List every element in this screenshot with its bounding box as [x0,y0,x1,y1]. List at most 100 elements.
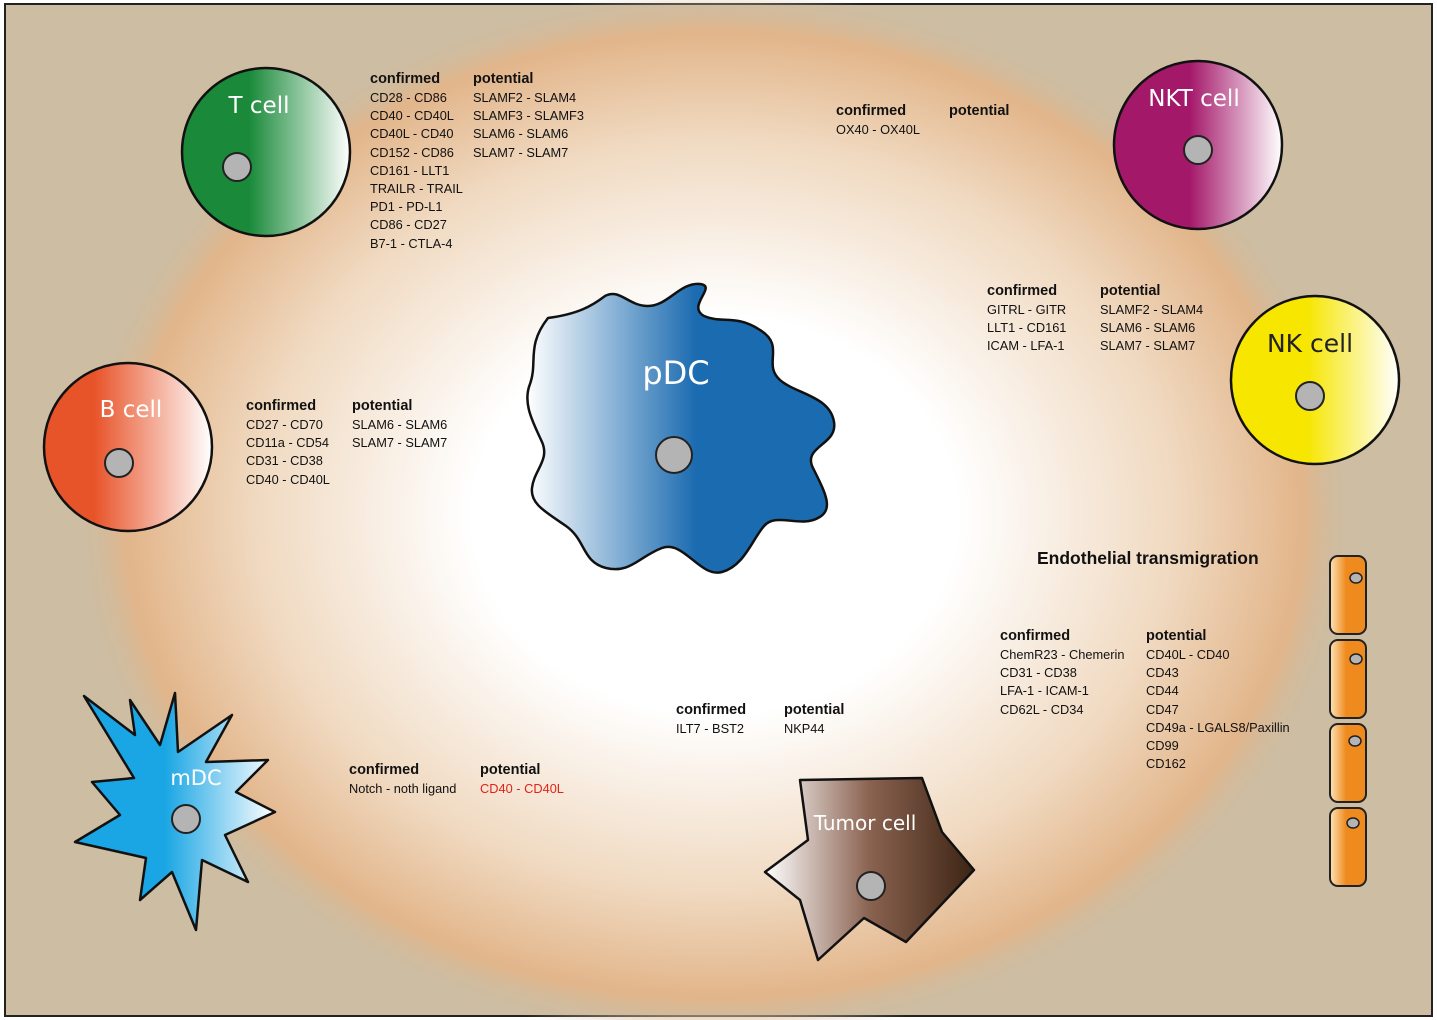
nkt-cell-nucleus [1183,135,1213,165]
pair-item: CD162 [1146,756,1186,772]
pair-item: OX40 - OX40L [836,122,920,137]
tumor-cell-potential-column: potential NKP44 [784,701,844,738]
mdc-confirmed-column: confirmed Notch - noth ligand [349,761,456,798]
t-cell: T cell [180,66,352,238]
pair-item: CD40L - CD40 [370,126,454,142]
pdc-cell: pDC [526,282,836,574]
pair-item: B7-1 - CTLA-4 [370,235,453,251]
confirmed-header: confirmed [1000,628,1071,644]
pair-item: SLAM7 - SLAM7 [352,435,448,451]
endothelial-cell [1329,639,1367,719]
nk-cell-label: NK cell [1267,329,1353,358]
confirmed-list: ILT7 - BST2 [676,720,746,738]
pair-item: CD44 [1146,683,1179,699]
pair-item: LLT1 - CD161 [987,320,1067,336]
potential-header: potential [1146,628,1207,644]
potential-list: CD40 - CD40L [480,780,564,798]
pair-item: CD11a - CD54 [246,435,329,451]
endothelial-cells [1329,555,1367,887]
pair-item: SLAMF2 - SLAM4 [473,90,577,105]
confirmed-list: Notch - noth ligand [349,780,456,798]
endothelial-nucleus [1349,572,1363,584]
pair-item: CD40 - CD40L [246,471,330,487]
endothelial-nucleus [1349,653,1363,665]
pair-item: ILT7 - BST2 [676,721,745,736]
mdc-cell: mDC [73,691,277,932]
pdc-body [526,282,836,574]
endothelial-title: Endothelial transmigration [1037,548,1259,568]
potential-header: potential [473,71,534,87]
pair-item: CD27 - CD70 [246,417,323,432]
b-cell: B cell [42,361,214,533]
b-cell-body [42,361,214,533]
tumor-cell-label: Tumor cell [813,811,917,835]
tumor-cell-nucleus [856,871,886,901]
t-cell-body [180,66,352,238]
pair-item: CD99 [1146,738,1179,754]
nkt-cell-label: NKT cell [1148,86,1239,112]
b-cell-label: B cell [100,397,163,423]
t-cell-label: T cell [228,93,290,119]
mdc-nucleus [171,804,201,834]
endothelial-cell [1329,555,1367,635]
potential-list: NKP44 [784,720,844,738]
pair-item: CD31 - CD38 [246,453,323,469]
pair-item: SLAMF3 - SLAMF3 [473,108,584,124]
confirmed-header: confirmed [349,762,420,778]
potential-header: potential [784,702,845,718]
potential-header: potential [352,398,413,414]
tumor-cell: Tumor cell [763,776,976,962]
pdc-nucleus [655,436,693,474]
pair-item: PD1 - PD-L1 [370,199,443,215]
mdc-potential-column: potential CD40 - CD40L [480,761,564,798]
confirmed-header: confirmed [836,103,907,119]
pair-item: GITRL - GITR [987,302,1067,317]
endothelial-cell [1329,723,1367,803]
pair-item: ChemR23 - Chemerin [1000,647,1125,662]
pair-item: LFA-1 - ICAM-1 [1000,683,1089,699]
b-cell-nucleus [104,448,134,478]
pair-item: Notch - noth ligand [349,781,457,796]
nkt-cell-potential-column: potential [949,102,1009,121]
pair-item: NKP44 [784,721,825,736]
pdc-label: pDC [642,354,709,392]
pair-item: SLAM6 - SLAM6 [1100,320,1196,336]
t-cell-nucleus [222,152,252,182]
pair-item: CD43 [1146,665,1179,681]
nk-cell: NK cell [1229,294,1401,466]
endothelial-nucleus [1346,817,1360,829]
nkt-cell: NKT cell [1112,59,1284,231]
pair-item: CD28 - CD86 [370,90,447,105]
potential-header: potential [949,103,1010,119]
pair-item: TRAILR - TRAIL [370,181,463,197]
pair-item: ICAM - LFA-1 [987,338,1065,354]
pair-item: CD62L - CD34 [1000,701,1084,717]
pair-item: SLAMF2 - SLAM4 [1100,302,1204,317]
pair-item: CD40 - CD40L [370,108,454,124]
pair-item: CD152 - CD86 [370,144,454,160]
nk-cell-nucleus [1295,381,1325,411]
pair-item: CD40 - CD40L [480,781,564,796]
nk-cell-body [1229,294,1401,466]
confirmed-header: confirmed [246,398,317,414]
potential-header: potential [1100,283,1161,299]
confirmed-header: confirmed [676,702,747,718]
mdc-label: mDC [170,766,221,790]
potential-header: potential [480,762,541,778]
